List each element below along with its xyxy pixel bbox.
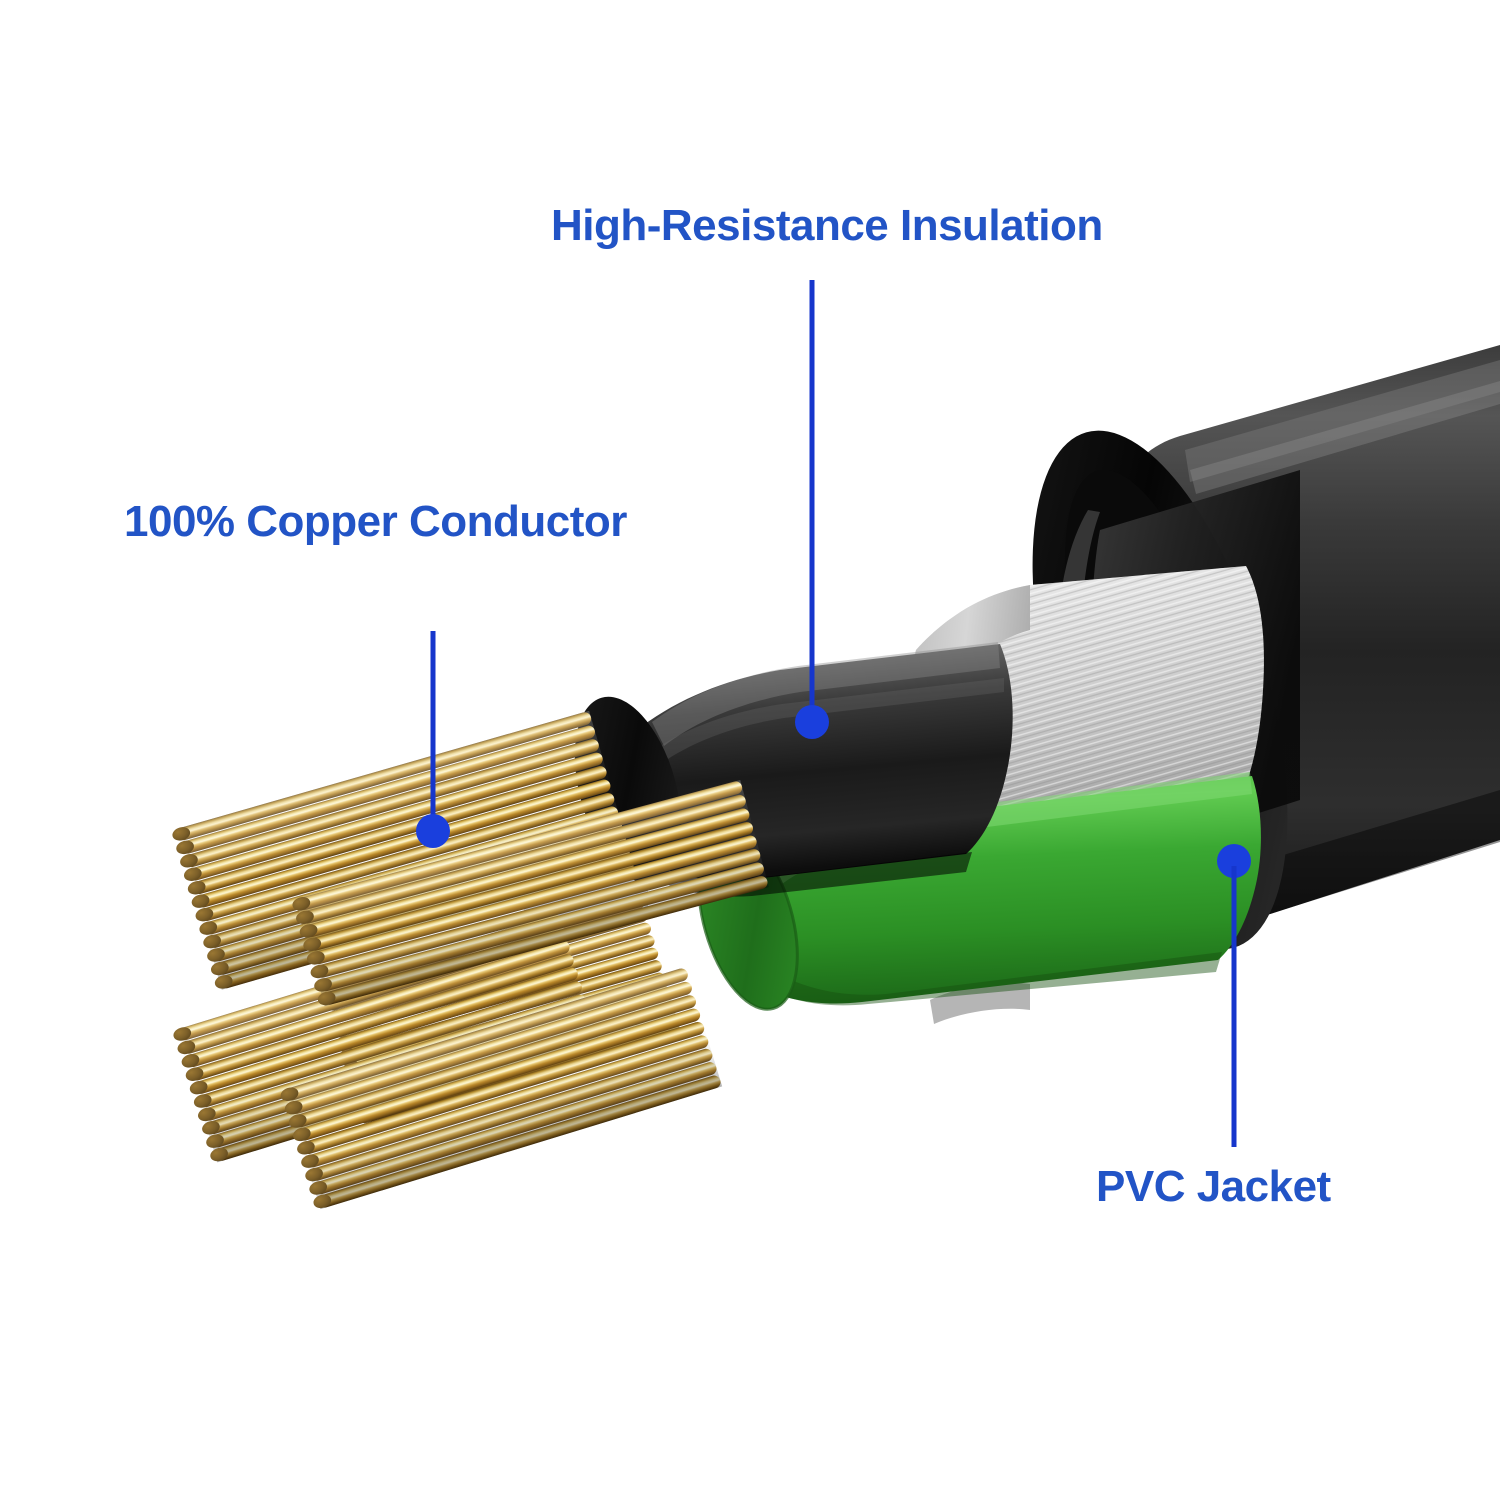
copper-strand-cut-faces xyxy=(172,827,233,989)
copper-strand-cut-faces xyxy=(280,1087,332,1209)
copper-strand-cut-faces xyxy=(292,897,336,1006)
cable-assembly xyxy=(172,345,1500,1210)
leader-dot-copper xyxy=(416,814,450,848)
callout-leaders xyxy=(416,280,1251,1147)
leader-copper xyxy=(416,631,450,848)
leader-dot-pvc xyxy=(1217,844,1251,878)
callout-label-pvc: PVC Jacket xyxy=(1096,1162,1331,1211)
leader-insulation xyxy=(795,280,829,739)
copper-conductor-front-bundle xyxy=(280,966,723,1210)
leader-dot-insulation xyxy=(795,705,829,739)
callout-label-copper: 100% Copper Conductor xyxy=(124,497,627,546)
copper-strand-cut-faces xyxy=(173,1027,228,1162)
copper-conductor-main-bundle xyxy=(292,779,769,1007)
callout-label-insulation: High-Resistance Insulation xyxy=(551,201,1103,250)
leader-pvc xyxy=(1217,844,1251,1147)
